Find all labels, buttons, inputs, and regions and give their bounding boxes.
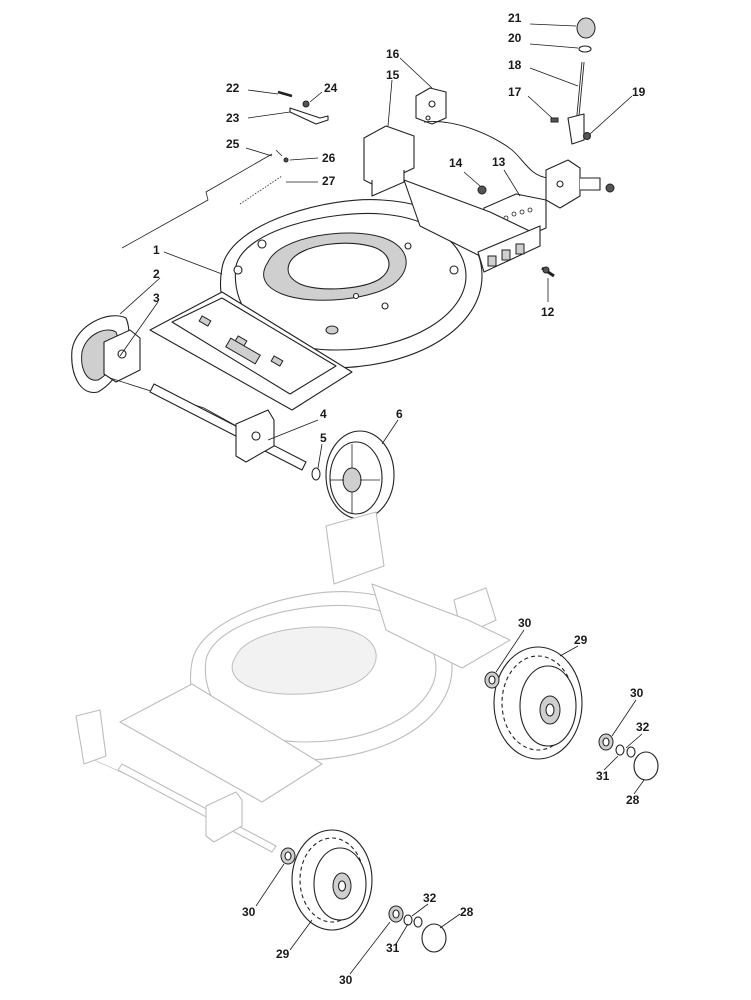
rear-flap-rod-and-spring xyxy=(121,149,289,249)
callout-32-b: 32 xyxy=(423,891,437,905)
callout-30-c: 30 xyxy=(242,905,256,919)
rear-wheel-right xyxy=(493,646,583,760)
callout-15: 15 xyxy=(386,68,400,82)
callout-5: 5 xyxy=(320,431,327,445)
callout-16: 16 xyxy=(386,47,400,61)
callout-6: 6 xyxy=(396,407,403,421)
callout-13: 13 xyxy=(492,155,506,169)
callout-28-b: 28 xyxy=(460,905,474,919)
callout-26: 26 xyxy=(322,151,336,165)
height-adjust-bracket xyxy=(363,87,447,197)
wheel-hub xyxy=(325,430,395,520)
side-plate xyxy=(403,179,547,273)
callout-21: 21 xyxy=(508,11,522,25)
front-wheel-bracket xyxy=(71,315,241,429)
height-adjust-lever xyxy=(423,61,601,209)
bearing-left xyxy=(280,847,296,865)
callout-27: 27 xyxy=(322,174,336,188)
callout-30-d: 30 xyxy=(339,973,353,987)
front-axle xyxy=(149,383,307,471)
callout-31-a: 31 xyxy=(596,769,610,783)
callout-30-a: 30 xyxy=(518,616,532,630)
bolt xyxy=(541,266,555,278)
bearing-left-outer xyxy=(388,905,447,953)
callout-2: 2 xyxy=(153,267,160,281)
callout-24: 24 xyxy=(324,81,338,95)
callout-18: 18 xyxy=(508,58,522,72)
callout-22: 22 xyxy=(226,81,240,95)
callout-14: 14 xyxy=(449,156,463,170)
callout-4: 4 xyxy=(320,407,327,421)
bearing-right-outer xyxy=(598,733,659,781)
callout-20: 20 xyxy=(508,31,522,45)
leader-lines xyxy=(119,23,645,975)
callout-32-a: 32 xyxy=(636,720,650,734)
callout-30-b: 30 xyxy=(630,686,644,700)
cable-clip xyxy=(277,90,329,125)
callout-29-a: 29 xyxy=(574,633,588,647)
callout-23: 23 xyxy=(226,111,240,125)
callout-19: 19 xyxy=(632,85,646,99)
lower-deck-ghost xyxy=(75,511,511,853)
bearing xyxy=(484,671,500,689)
axle-washer xyxy=(311,467,321,481)
rear-wheel-left xyxy=(291,829,373,931)
callout-28-a: 28 xyxy=(626,793,640,807)
callout-29-b: 29 xyxy=(276,947,290,961)
callout-3: 3 xyxy=(153,291,160,305)
callout-12: 12 xyxy=(541,305,555,319)
callout-1: 1 xyxy=(153,243,160,257)
callout-17: 17 xyxy=(508,85,522,99)
callout-25: 25 xyxy=(226,137,240,151)
callout-31-b: 31 xyxy=(386,941,400,955)
rear-flap xyxy=(149,291,353,411)
lever-knob xyxy=(477,17,615,195)
